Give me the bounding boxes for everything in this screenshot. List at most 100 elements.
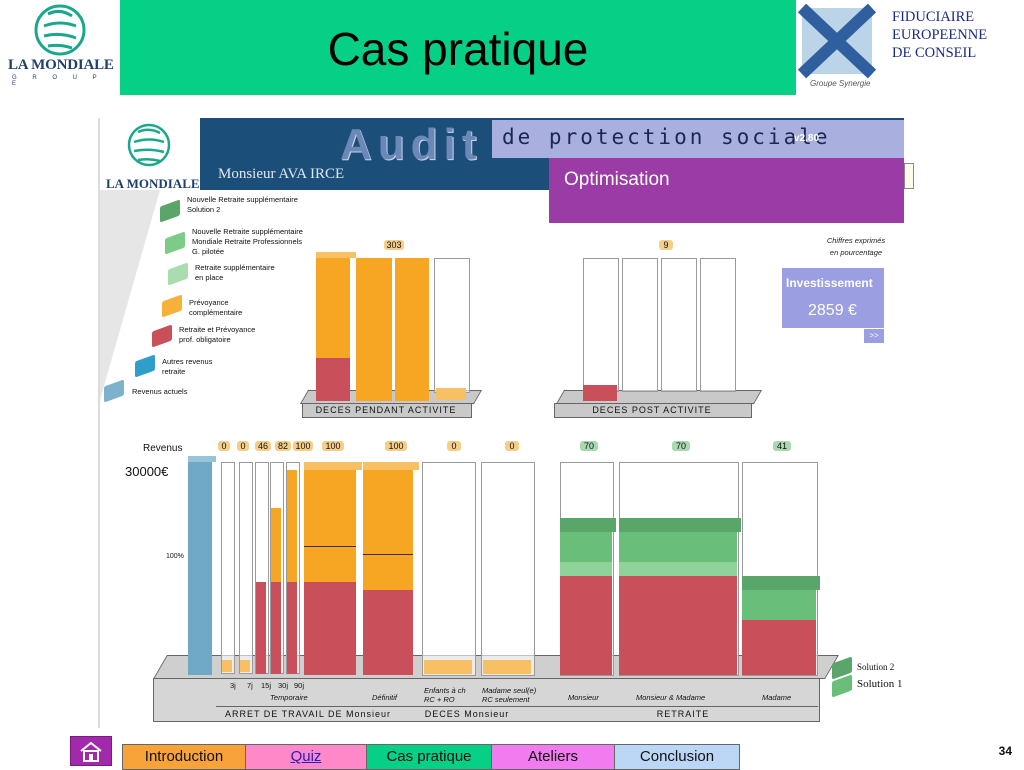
bar-solution2 <box>742 590 816 620</box>
la-mondiale-logo: LA MONDIALE G R O U P E <box>0 0 120 95</box>
value-tag: 70 <box>672 441 690 451</box>
brand-sub: G R O U P E <box>12 75 104 87</box>
bar-obligatoire <box>304 582 356 675</box>
solution2-label[interactable]: Solution 2 <box>857 662 895 672</box>
slide-title: Cas pratique <box>327 23 589 75</box>
signature-text: Groupe Synergie <box>810 79 871 88</box>
platform-label: DECES PENDANT ACTIVITE <box>315 405 457 415</box>
value-tag: 41 <box>773 441 791 451</box>
value-tag: 0 <box>447 441 461 451</box>
bar-base <box>424 660 472 674</box>
globe-face-icon <box>34 4 86 56</box>
value-tag: 100 <box>293 441 313 451</box>
investment-box <box>782 268 884 328</box>
bar-en-place <box>560 562 612 576</box>
bar-obligatoire <box>271 582 281 674</box>
column-madame-seule <box>481 462 535 676</box>
app-border <box>98 118 100 728</box>
value-tag: 9 <box>659 240 673 250</box>
subtitle-band <box>492 120 904 158</box>
value-tag: 303 <box>384 240 404 250</box>
bar-prevoyance <box>304 470 356 582</box>
bar-prevoyance <box>356 258 392 401</box>
empty-column <box>221 462 235 674</box>
label-madame-seule: Madame seul(e)RC seulement <box>482 686 537 704</box>
bar-divider <box>363 554 413 555</box>
empty-column <box>661 258 697 392</box>
platform-front <box>554 403 752 418</box>
fiduciaire-text: FIDUCIAIRE EUROPEENNE DE CONSEIL <box>892 9 988 61</box>
tab-quiz[interactable]: Quiz <box>245 744 367 770</box>
optimisation-label: Optimisation <box>564 169 670 190</box>
bar-obligatoire <box>742 620 816 675</box>
bar-obligatoire <box>583 385 617 401</box>
value-tag: 0 <box>237 441 249 451</box>
label-temporaire: Temporaire <box>270 693 308 702</box>
column-enfants <box>422 462 476 676</box>
brand-name: LA MONDIALE <box>8 57 114 73</box>
label-monsieur-madame: Monsieur & Madame <box>636 693 706 702</box>
day-90j: 90j <box>294 681 305 690</box>
more-button[interactable]: >> <box>864 329 884 343</box>
empty-column <box>434 258 470 393</box>
bar-solution2 <box>560 532 612 562</box>
day-7j: 7j <box>247 681 253 690</box>
bar-obligatoire <box>256 582 266 674</box>
title-band: Cas pratique <box>120 0 796 95</box>
app-side-handle[interactable] <box>904 163 914 189</box>
solution1-label[interactable]: Solution 1 <box>857 678 903 690</box>
bar-top <box>742 576 820 590</box>
bar-prevoyance <box>287 470 297 582</box>
day-3j: 3j <box>230 681 236 690</box>
empty-column <box>239 462 253 674</box>
bar-top <box>619 518 741 532</box>
bar-obligatoire <box>363 590 413 675</box>
bar-en-place <box>619 562 737 576</box>
bar-top <box>316 252 356 258</box>
group-deces: DECES Monsieur <box>424 709 510 719</box>
bar-obligatoire <box>316 358 350 401</box>
platform-front <box>302 403 472 418</box>
bar-top <box>363 462 419 470</box>
day-30j: 30j <box>278 681 289 690</box>
investment-value: 2859 € <box>808 302 857 319</box>
legend-backdrop <box>100 190 160 400</box>
group-retraite: RETRAITE <box>656 709 710 719</box>
bar-top <box>188 456 216 462</box>
app-logo: LA MONDIALE <box>100 118 200 191</box>
tab-conclusion[interactable]: Conclusion <box>614 744 740 770</box>
value-tag: 46 <box>255 441 271 451</box>
x-mark-icon: Groupe Synergie <box>798 4 877 88</box>
empty-column <box>700 258 736 392</box>
empty-column <box>583 258 619 392</box>
version-label: v2.80 <box>794 133 820 144</box>
value-tag: 100 <box>385 441 407 451</box>
bar-base <box>240 660 250 672</box>
group-arret: ARRET DE TRAVAIL DE Monsieur <box>224 709 392 719</box>
tab-ateliers[interactable]: Ateliers <box>491 744 615 770</box>
home-button[interactable] <box>70 736 112 766</box>
bar-prevoyance <box>395 258 429 401</box>
client-name: Monsieur AVA IRCE <box>218 166 345 182</box>
bar-top <box>304 462 362 470</box>
globe-face-icon <box>127 123 171 167</box>
tab-introduction[interactable]: Introduction <box>122 744 246 770</box>
audit-title: Audit <box>340 120 483 169</box>
app-brand: LA MONDIALE <box>106 176 200 191</box>
legend-item: Revenus actuels <box>132 387 188 396</box>
optimisation-tab[interactable] <box>549 158 904 223</box>
revenus-label: Revenus <box>143 443 183 454</box>
bar-top <box>560 518 616 532</box>
value-tag: 70 <box>580 441 598 451</box>
tab-cas-pratique[interactable]: Cas pratique <box>366 744 492 770</box>
day-15j: 15j <box>261 681 272 690</box>
bar-divider <box>304 546 356 547</box>
bar-base <box>222 660 232 672</box>
bar-solution2 <box>619 532 737 562</box>
